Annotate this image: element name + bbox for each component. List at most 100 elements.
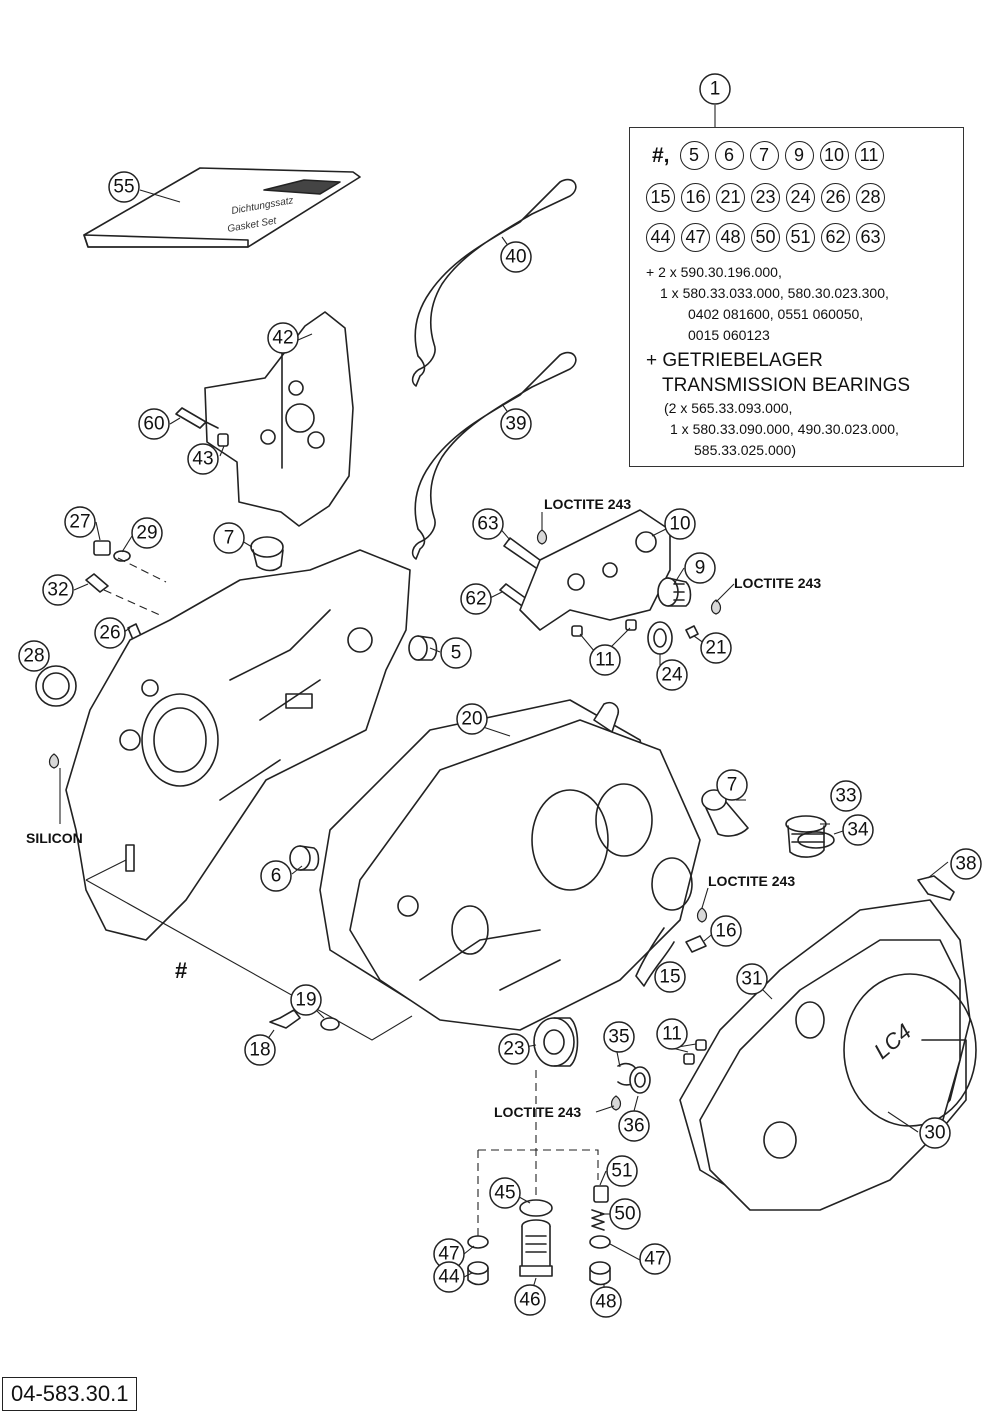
kit-part: 47 bbox=[681, 223, 710, 252]
pin-11-upper-a bbox=[571, 625, 583, 637]
callout-30: 30 bbox=[919, 1117, 951, 1149]
bolt-60 bbox=[175, 407, 219, 429]
svg-text:39: 39 bbox=[505, 414, 526, 435]
svg-text:51: 51 bbox=[611, 1161, 632, 1182]
plug-33 bbox=[785, 815, 827, 858]
svg-text:15: 15 bbox=[659, 967, 680, 988]
svg-text:60: 60 bbox=[143, 414, 164, 435]
callout-26: 26 bbox=[94, 617, 126, 649]
bearing-support-10 bbox=[519, 509, 671, 631]
kit-part: 5 bbox=[679, 141, 709, 170]
kit-bearings-en: TRANSMISSION BEARINGS bbox=[662, 375, 911, 396]
oil-filter-46 bbox=[519, 1219, 553, 1277]
kit-line: 585.33.025.000) bbox=[694, 442, 796, 458]
callout-6: 6 bbox=[260, 860, 292, 892]
svg-text:47: 47 bbox=[438, 1244, 459, 1265]
kit-bearings-de: + GETRIEBELAGER bbox=[646, 350, 823, 371]
seal-24 bbox=[647, 621, 673, 655]
callout-1: 1 bbox=[699, 73, 731, 105]
svg-text:30: 30 bbox=[924, 1123, 945, 1144]
loctite-label-b: LOCTITE 243 bbox=[734, 575, 821, 591]
callout-47b: 47 bbox=[639, 1243, 671, 1275]
pin-11-lower-a bbox=[695, 1039, 707, 1051]
callout-11b: 11 bbox=[656, 1018, 688, 1050]
svg-text:19: 19 bbox=[295, 990, 316, 1011]
svg-text:24: 24 bbox=[661, 665, 683, 686]
loctite-drop-3 bbox=[696, 907, 708, 923]
kit-part: 15 bbox=[646, 183, 675, 212]
callout-63: 63 bbox=[472, 508, 504, 540]
callout-46: 46 bbox=[514, 1284, 546, 1316]
callout-9: 9 bbox=[684, 552, 716, 584]
callout-16: 16 bbox=[710, 915, 742, 947]
kit-part: 21 bbox=[716, 183, 745, 212]
callout-39: 39 bbox=[500, 408, 532, 440]
plug-44 bbox=[467, 1261, 489, 1286]
kit-part: 9 bbox=[784, 141, 814, 170]
svg-text:23: 23 bbox=[503, 1039, 524, 1060]
kit-part: 6 bbox=[714, 141, 744, 170]
kit-part: 26 bbox=[821, 183, 850, 212]
kit-line: 1 x 580.33.033.000, 580.30.023.300, bbox=[660, 285, 889, 301]
o-ring-34 bbox=[797, 831, 835, 849]
svg-text:16: 16 bbox=[715, 921, 736, 942]
o-ring-45 bbox=[519, 1199, 553, 1217]
bolt-18 bbox=[269, 1009, 301, 1029]
callout-18: 18 bbox=[244, 1034, 276, 1066]
kit-line: + 2 x 590.30.196.000, bbox=[646, 264, 782, 280]
kit-row-2: 15 16 21 23 24 26 28 bbox=[646, 183, 885, 212]
left-crankcase-half bbox=[65, 549, 411, 941]
callout-42: 42 bbox=[267, 322, 299, 354]
svg-text:40: 40 bbox=[505, 247, 526, 268]
seal-36 bbox=[629, 1066, 651, 1094]
svg-text:11: 11 bbox=[662, 1024, 682, 1045]
kit-hash: #, bbox=[652, 143, 670, 167]
svg-text:38: 38 bbox=[955, 854, 976, 875]
svg-text:28: 28 bbox=[23, 646, 44, 667]
callout-7a: 7 bbox=[213, 522, 245, 554]
clutch-cover: LC4 bbox=[679, 899, 977, 1211]
loctite-label-c: LOCTITE 243 bbox=[708, 873, 795, 889]
kit-row-3: 44 47 48 50 51 62 63 bbox=[646, 223, 885, 252]
loctite-drop-2 bbox=[710, 599, 722, 615]
callout-23: 23 bbox=[498, 1033, 530, 1065]
callout-10: 10 bbox=[664, 508, 696, 540]
callout-7b: 7 bbox=[716, 769, 748, 801]
screw-32 bbox=[85, 573, 109, 593]
svg-text:46: 46 bbox=[519, 1290, 540, 1311]
bushing-5 bbox=[408, 635, 438, 661]
callout-48: 48 bbox=[590, 1286, 622, 1318]
callout-32: 32 bbox=[42, 574, 74, 606]
callout-35: 35 bbox=[603, 1021, 635, 1053]
svg-text:44: 44 bbox=[438, 1267, 460, 1288]
svg-text:43: 43 bbox=[192, 449, 213, 470]
plug-27 bbox=[93, 540, 111, 556]
kit-part: 10 bbox=[819, 141, 849, 170]
svg-text:6: 6 bbox=[271, 866, 282, 887]
bracket-38 bbox=[917, 875, 955, 901]
clip-15 bbox=[635, 927, 675, 987]
kit-part: 63 bbox=[856, 223, 885, 252]
kit-line: 1 x 580.33.090.000, 490.30.023.000, bbox=[670, 421, 899, 437]
callout-47a: 47 bbox=[433, 1238, 465, 1270]
svg-text:10: 10 bbox=[669, 514, 690, 535]
callout-28: 28 bbox=[18, 640, 50, 672]
gasket-40 bbox=[411, 178, 577, 387]
svg-text:7: 7 bbox=[224, 528, 235, 549]
svg-text:21: 21 bbox=[705, 638, 726, 659]
callout-33: 33 bbox=[830, 780, 862, 812]
callout-24: 24 bbox=[656, 659, 688, 691]
hash-label: # bbox=[175, 958, 187, 983]
svg-text:27: 27 bbox=[69, 512, 90, 533]
callout-29: 29 bbox=[131, 517, 163, 549]
spring-50 bbox=[591, 1209, 605, 1231]
kit-line: 0015 060123 bbox=[688, 327, 770, 343]
svg-text:29: 29 bbox=[136, 523, 157, 544]
bushing-7-upper bbox=[250, 536, 284, 572]
callout-34: 34 bbox=[842, 814, 874, 846]
bushing-6 bbox=[289, 845, 320, 871]
side-cover-42 bbox=[204, 311, 354, 527]
callout-27: 27 bbox=[64, 506, 96, 538]
bearing-23 bbox=[533, 1017, 579, 1067]
right-crankcase-half bbox=[319, 699, 701, 1031]
